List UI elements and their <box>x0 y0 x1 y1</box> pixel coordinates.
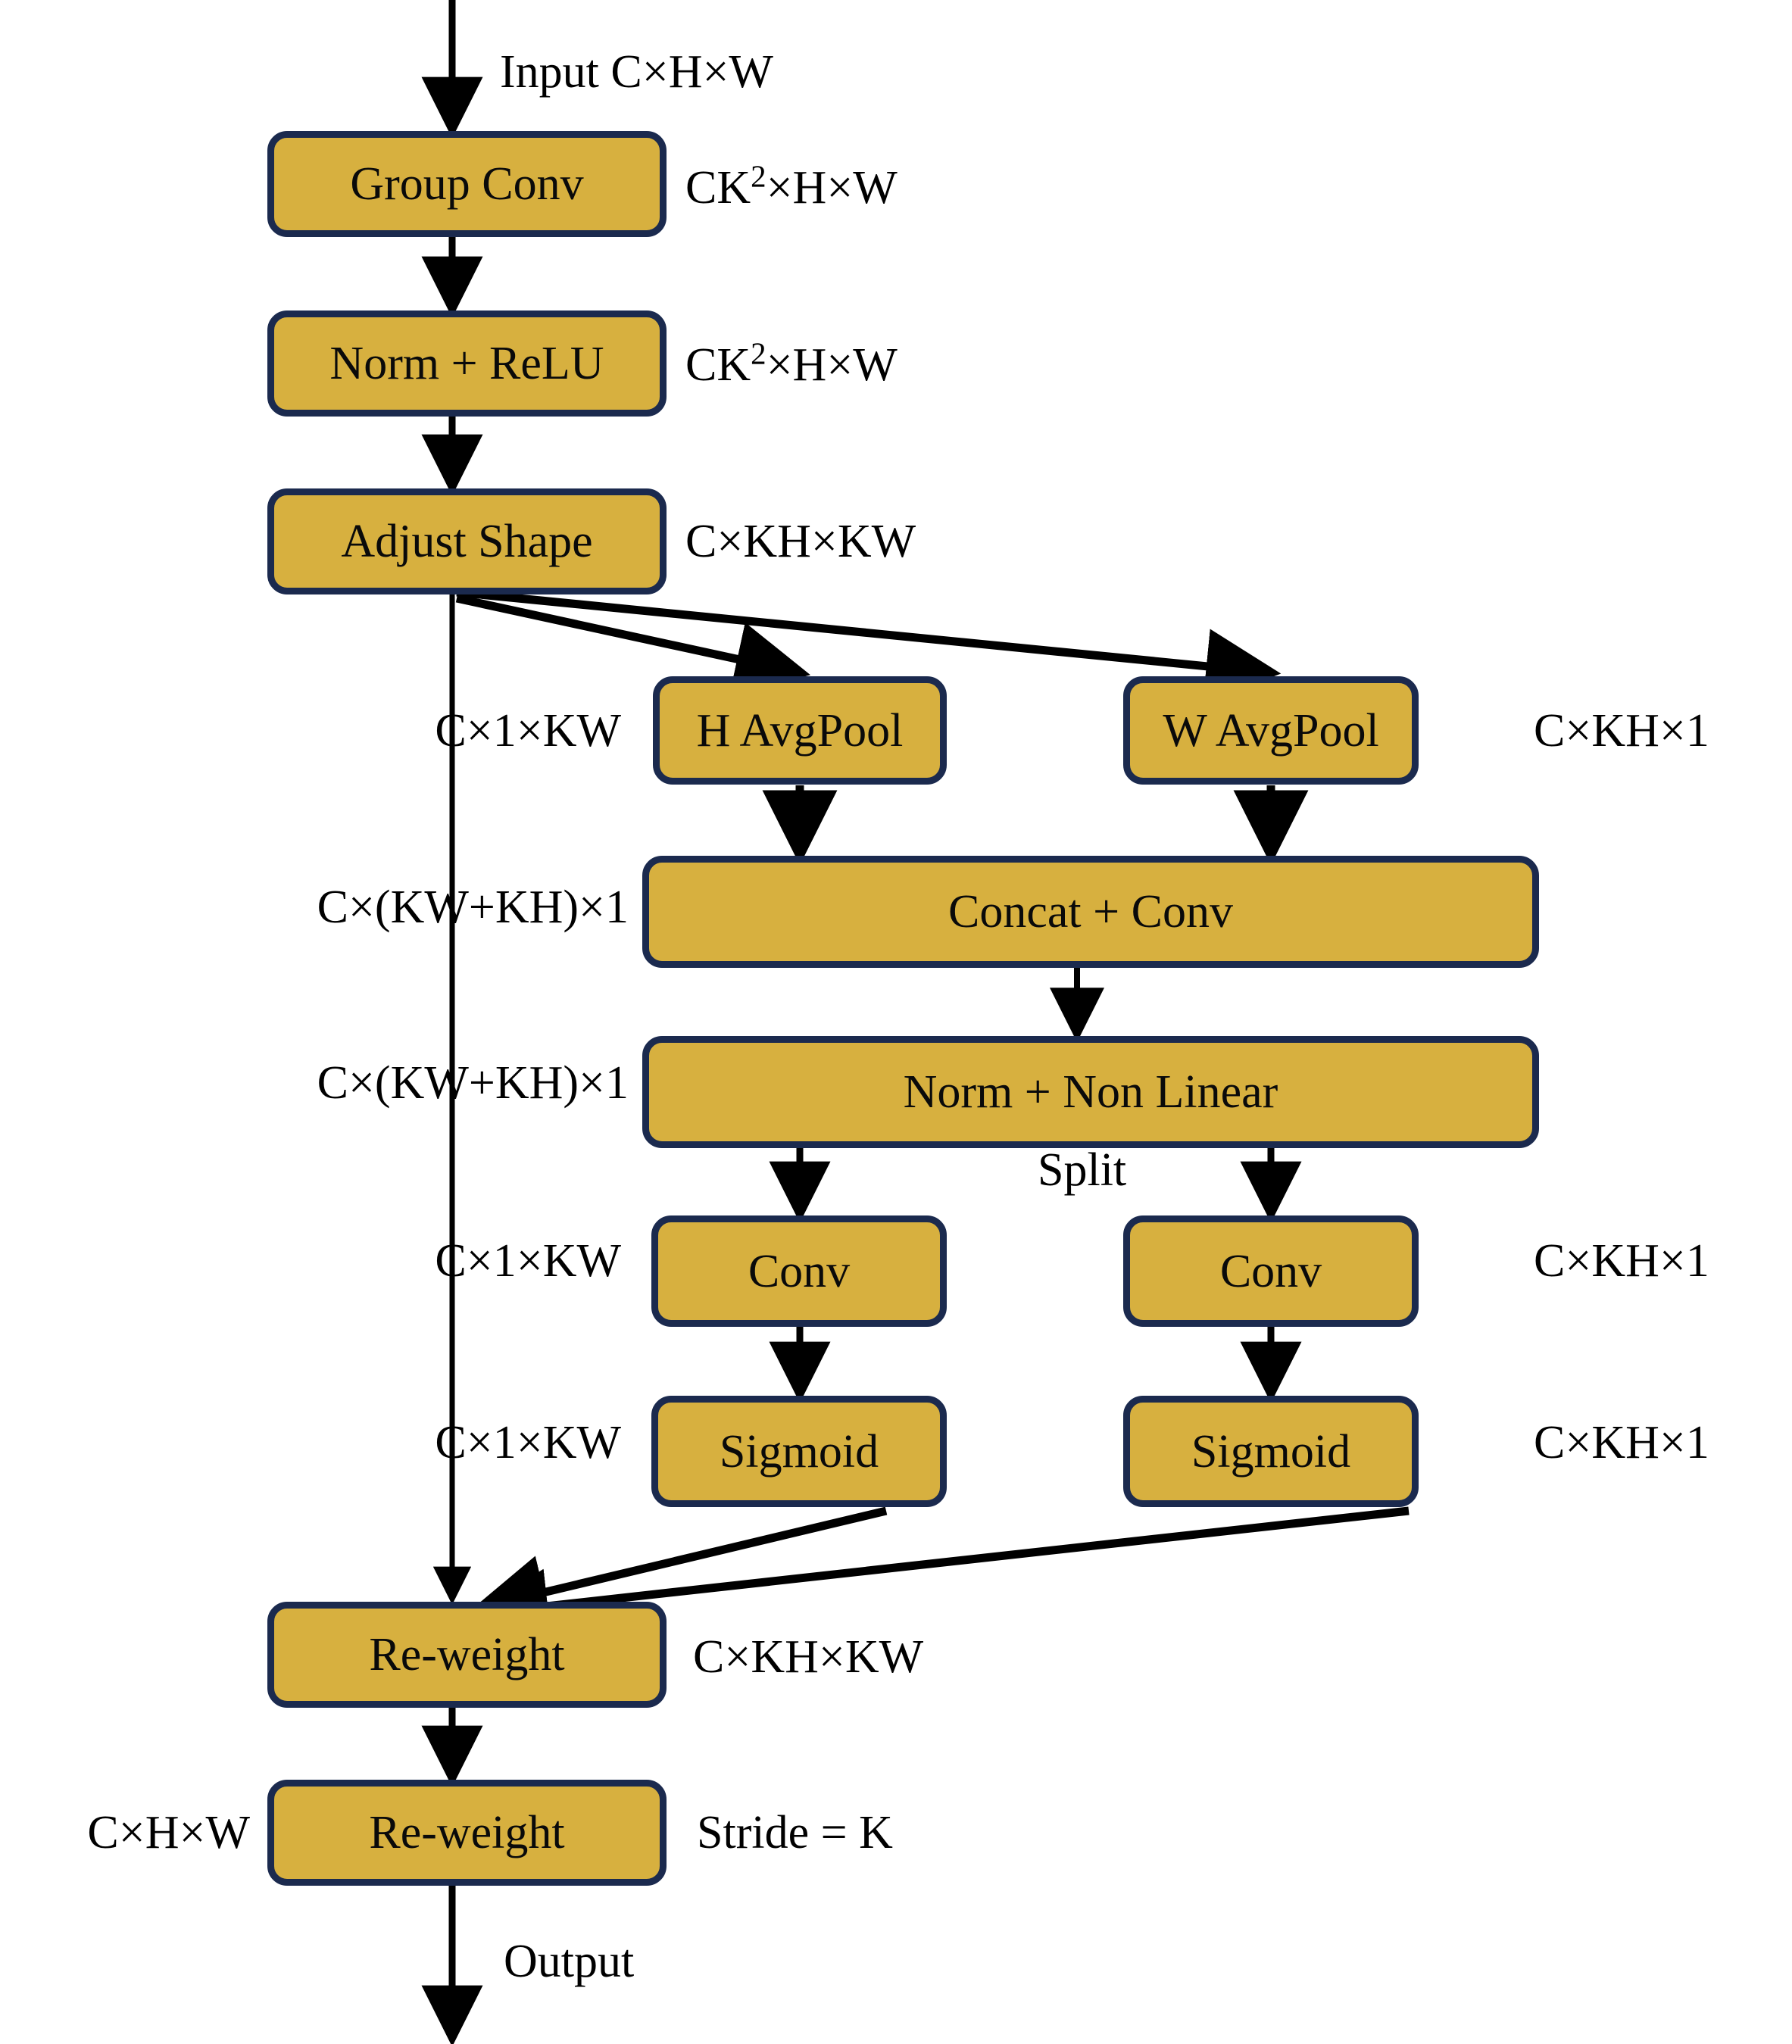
node-adjust-shape[interactable]: Adjust Shape <box>267 488 667 594</box>
label-norm-relu-shape-a: CK <box>685 339 751 391</box>
label-norm-nonlinear-shape: C×(KW+KH)×1 <box>317 1057 629 1109</box>
label-w-avgpool-shape: C×KH×1 <box>1534 705 1709 757</box>
label-sigmoid-left-shape: C×1×KW <box>435 1417 621 1468</box>
arrow-sigmoid-left-to-reweight <box>471 1506 888 1629</box>
node-concat-conv[interactable]: Concat + Conv <box>642 856 1539 968</box>
label-split: Split <box>1038 1144 1127 1196</box>
node-norm-nonlinear[interactable]: Norm + Non Linear <box>642 1036 1539 1148</box>
label-group-conv-superscript: 2 <box>751 159 766 194</box>
node-conv-right-label: Conv <box>1219 1245 1322 1297</box>
arrow-adjust-shape-to-w-avgpool <box>456 588 1282 704</box>
node-norm-relu-label: Norm + ReLU <box>329 338 604 389</box>
label-concat-conv-shape: C×(KW+KH)×1 <box>317 882 629 933</box>
node-reweight-lower-label: Re-weight <box>369 1807 565 1858</box>
node-norm-relu[interactable]: Norm + ReLU <box>267 311 667 417</box>
label-output: Output <box>504 1936 635 1987</box>
label-stride: Stride = K <box>697 1807 893 1858</box>
label-group-conv-shape: CK2×H×W <box>685 161 898 214</box>
arrow-adjust-shape-to-h-avgpool <box>455 594 811 696</box>
label-reweight-lower-shape: C×H×W <box>87 1807 250 1858</box>
node-h-avgpool[interactable]: H AvgPool <box>653 676 947 785</box>
node-reweight-upper[interactable]: Re-weight <box>267 1602 667 1708</box>
node-norm-nonlinear-label: Norm + Non Linear <box>903 1066 1278 1118</box>
label-conv-right-shape: C×KH×1 <box>1534 1235 1709 1287</box>
node-concat-conv-label: Concat + Conv <box>948 886 1233 938</box>
label-norm-relu-shape: CK2×H×W <box>685 338 898 391</box>
node-sigmoid-left-label: Sigmoid <box>719 1425 879 1478</box>
label-norm-relu-superscript: 2 <box>751 336 766 371</box>
node-sigmoid-right[interactable]: Sigmoid <box>1123 1396 1419 1507</box>
label-reweight-upper-shape: C×KH×KW <box>693 1631 924 1683</box>
label-conv-left-shape: C×1×KW <box>435 1235 621 1287</box>
node-h-avgpool-label: H AvgPool <box>696 704 904 757</box>
node-sigmoid-right-label: Sigmoid <box>1191 1425 1351 1478</box>
label-sigmoid-right-shape: C×KH×1 <box>1534 1417 1709 1468</box>
node-reweight-upper-label: Re-weight <box>369 1629 565 1680</box>
label-adjust-shape-shape: C×KH×KW <box>685 516 916 567</box>
node-w-avgpool[interactable]: W AvgPool <box>1123 676 1419 785</box>
label-norm-relu-shape-b: ×H×W <box>766 339 898 391</box>
arrow-sigmoid-right-to-reweight <box>473 1506 1410 1644</box>
node-group-conv[interactable]: Group Conv <box>267 131 667 237</box>
label-skip-c1kw-top: C×1×KW <box>435 705 621 757</box>
node-w-avgpool-label: W AvgPool <box>1163 704 1379 757</box>
label-input: Input C×H×W <box>500 46 773 98</box>
node-conv-right[interactable]: Conv <box>1123 1215 1419 1327</box>
node-reweight-lower[interactable]: Re-weight <box>267 1780 667 1886</box>
node-sigmoid-left[interactable]: Sigmoid <box>651 1396 947 1507</box>
node-conv-left-label: Conv <box>748 1245 851 1297</box>
node-conv-left[interactable]: Conv <box>651 1215 947 1327</box>
label-group-conv-shape-b: ×H×W <box>766 162 898 214</box>
label-group-conv-shape-a: CK <box>685 162 751 214</box>
node-group-conv-label: Group Conv <box>350 158 584 210</box>
node-adjust-shape-label: Adjust Shape <box>341 516 593 567</box>
